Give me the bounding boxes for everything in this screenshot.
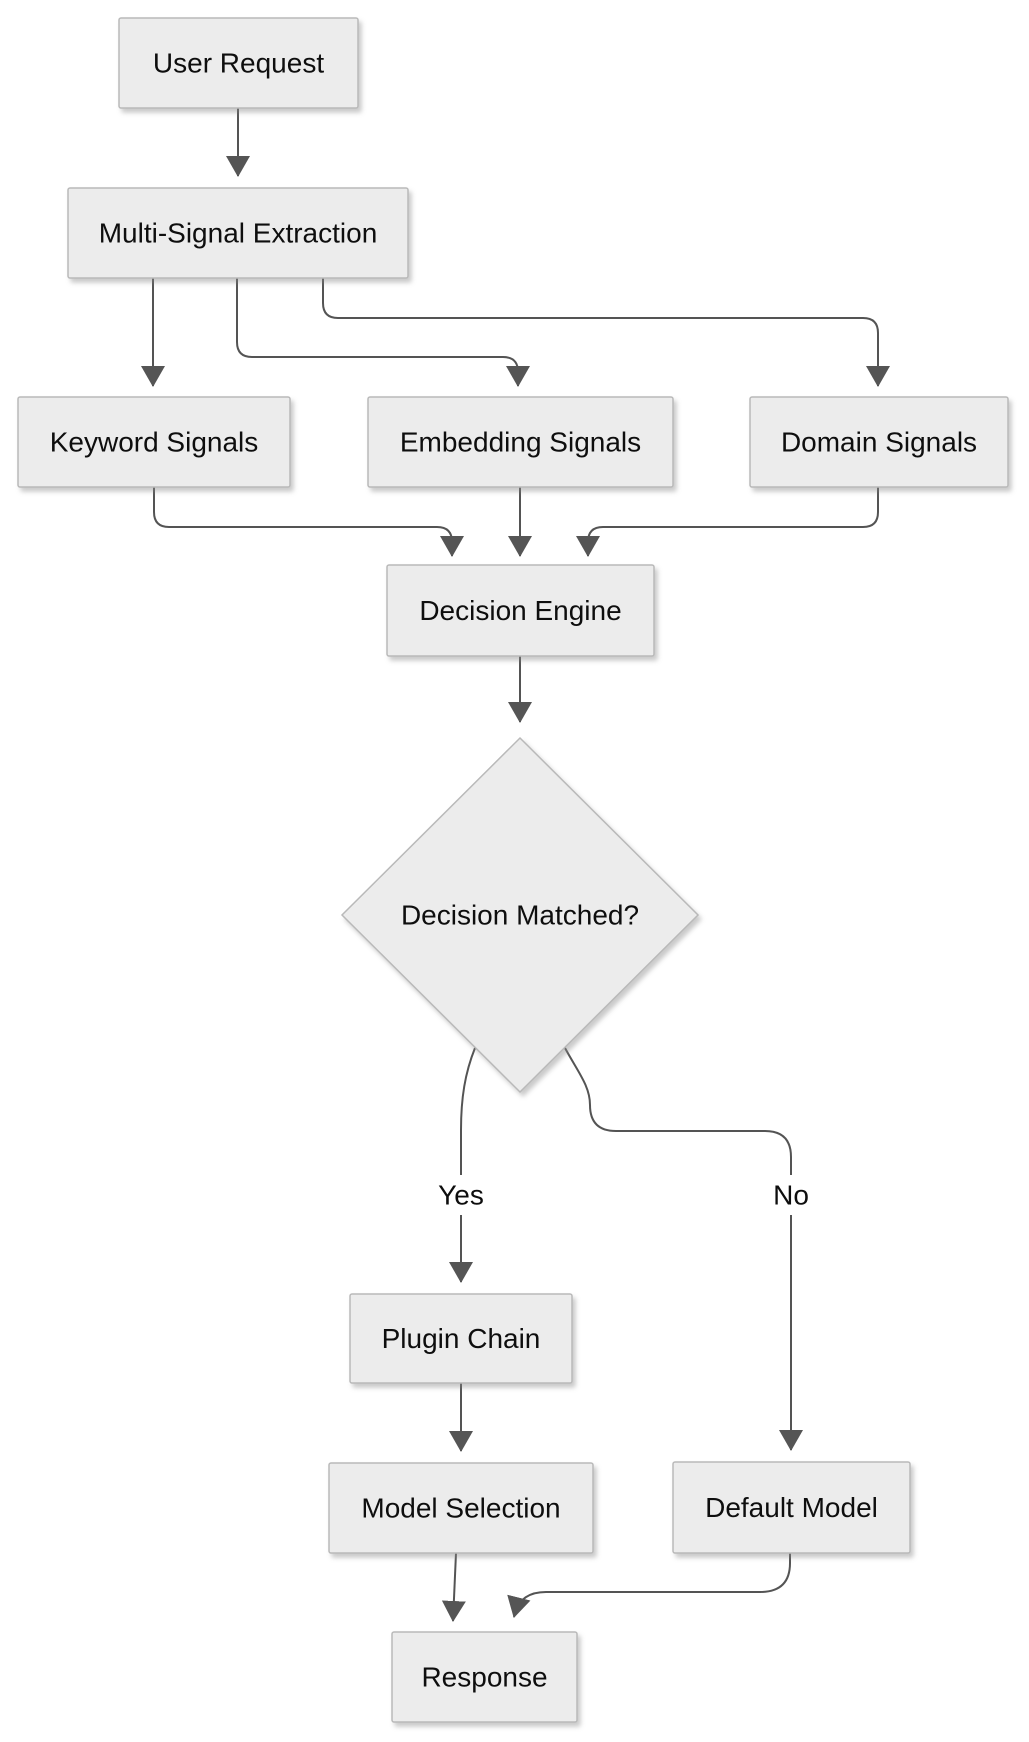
edges-layer (141, 108, 890, 1622)
node-model-selection: Model Selection (328, 1462, 594, 1554)
node-decision-engine: Decision Engine (386, 564, 655, 657)
domain-signals-shape (749, 396, 1009, 488)
keyword-signals-shape (17, 396, 291, 488)
decision-no-to-default-model-label: No (773, 1180, 809, 1211)
model-selection-to-response-edge (441, 1552, 466, 1622)
decision-engine-label: Decision Engine (419, 595, 621, 626)
plugin-chain-label: Plugin Chain (382, 1323, 541, 1354)
decision-engine-shape (386, 564, 655, 657)
keyword-signals-label: Keyword Signals (50, 427, 259, 458)
embedding-signals-shape (367, 396, 674, 488)
default-model-shape (672, 1461, 911, 1554)
multi-signal-extraction-label: Multi-Signal Extraction (99, 218, 378, 249)
decision-yes-to-plugin-chain-label-bg (428, 1175, 494, 1215)
domain-to-engine-edge (576, 487, 879, 557)
decision-no-to-default-model-edge (564, 1047, 803, 1451)
node-default-model: Default Model (672, 1461, 911, 1554)
decision-yes-to-plugin-chain-edge (449, 1047, 476, 1283)
keyword-to-engine-edge (153, 487, 464, 557)
node-response: Response (391, 1631, 578, 1723)
node-domain-signals: Domain Signals (749, 396, 1009, 488)
edge-labels-layer: Yes No (428, 1175, 815, 1215)
default-model-to-response-edge (507, 1553, 791, 1618)
decision-matched-label: Decision Matched? (401, 900, 639, 931)
embedding-signals-label: Embedding Signals (400, 427, 641, 458)
node-multi-signal-extraction: Multi-Signal Extraction (67, 187, 409, 279)
response-shape (391, 1631, 578, 1723)
model-selection-shape (328, 1462, 594, 1554)
extraction-to-domain-edge (322, 278, 890, 387)
extraction-to-embedding-edge (236, 278, 530, 387)
node-embedding-signals: Embedding Signals (367, 396, 674, 488)
node-user-request: User Request (118, 17, 359, 109)
decision-no-to-default-model-label-bg (767, 1175, 815, 1215)
plugin-chain-shape (349, 1293, 573, 1384)
user-request-label: User Request (153, 48, 324, 79)
default-model-label: Default Model (705, 1492, 878, 1523)
decision-yes-to-plugin-chain-label: Yes (438, 1180, 484, 1211)
multi-signal-extraction-shape (67, 187, 409, 279)
node-plugin-chain: Plugin Chain (349, 1293, 573, 1384)
domain-signals-label: Domain Signals (781, 427, 977, 458)
response-label: Response (421, 1662, 547, 1693)
model-selection-label: Model Selection (361, 1493, 560, 1524)
user-request-shape (118, 17, 359, 109)
node-decision-matched: Decision Matched? (340, 736, 700, 1094)
decision-matched-shape (340, 736, 700, 1094)
node-keyword-signals: Keyword Signals (17, 396, 291, 488)
